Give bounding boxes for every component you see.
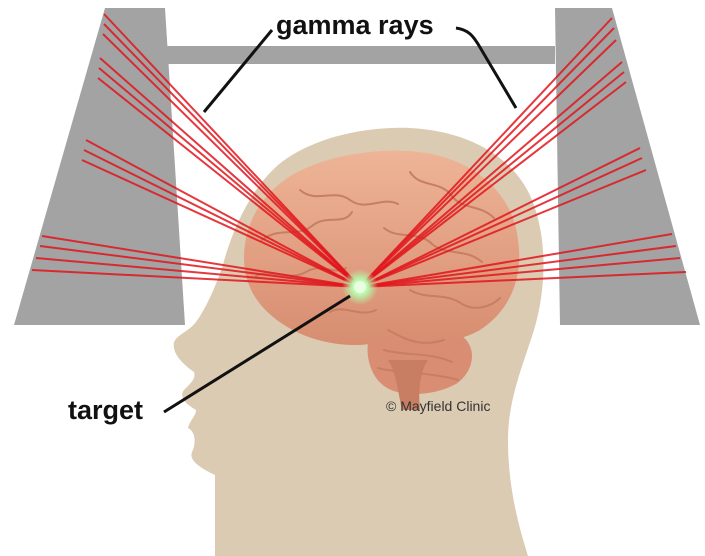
gamma-leader-left [204,30,272,112]
frame-top-bar [150,46,555,64]
gamma-rays-label: gamma rays [276,10,434,41]
gamma-leader-right [456,28,516,108]
copyright-credit: © Mayfield Clinic [386,398,490,414]
target-label: target [68,395,143,426]
target-core [354,281,366,293]
